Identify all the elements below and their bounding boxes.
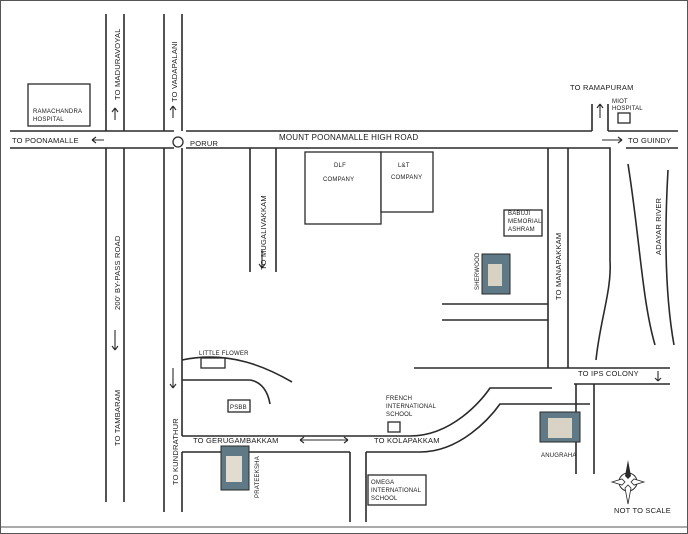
label-to-tambaram: TO TAMBARAM — [113, 390, 122, 446]
label-to-kundrathur: TO KUNDRATHUR — [171, 418, 180, 485]
lt-company-box — [380, 151, 434, 213]
label-lt-1: L&T — [398, 163, 410, 169]
label-to-mugalivakkam: TO MUGALIVAKKAM — [259, 195, 268, 270]
sherwood-road — [442, 303, 548, 321]
label-french-3: SCHOOL — [386, 412, 413, 418]
label-babuji-2: MEMORIAL — [508, 219, 542, 225]
french-school-box — [387, 421, 401, 433]
label-lt-2: COMPANY — [391, 175, 422, 181]
label-french-2: INTERNATIONAL — [386, 404, 437, 410]
label-to-gerugambakkam: TO GERUGAMBAKKAM — [193, 436, 279, 445]
label-adayar-river: ADAYAR RIVER — [654, 197, 663, 255]
label-babuji-1: BABUJI — [508, 211, 530, 217]
anugraha-photo — [539, 411, 581, 443]
arrow-to-mugalivakkam — [258, 250, 266, 269]
omega-road — [349, 452, 367, 522]
label-to-kolapakkam: TO KOLAPAKKAM — [374, 436, 440, 445]
manapakkam-curve — [595, 259, 612, 361]
psbb-box — [227, 399, 251, 413]
arrow-to-vadapalani — [169, 105, 177, 118]
label-to-vadapalani: TO VADAPALANI — [170, 41, 179, 102]
label-to-poonamalle: TO POONAMALLE — [12, 136, 79, 145]
arrow-to-kundrathur — [169, 368, 177, 389]
manapakkam-road — [547, 148, 569, 368]
omega-school-box — [367, 474, 427, 506]
label-ramachandra-2: HOSPITAL — [33, 117, 64, 123]
dlf-company-box — [304, 151, 382, 225]
road-label-poonamalle-high-road: MOUNT POONAMALLE HIGH ROAD — [279, 133, 418, 142]
label-omega-3: SCHOOL — [371, 496, 398, 502]
ramapuram-road — [591, 104, 609, 131]
mugalivakkam-road — [249, 148, 277, 272]
road-network — [10, 14, 678, 522]
label-miot-2: HOSPITAL — [612, 106, 643, 112]
label-to-maduravoyal: TO MADURAVOYAL — [113, 28, 122, 100]
porur-roundabout — [172, 136, 184, 148]
arrow-to-ips-colony — [654, 371, 662, 382]
label-to-guindy: TO GUINDY — [628, 136, 671, 145]
label-little-flower: LITTLE FLOWER — [199, 351, 249, 357]
arrow-to-maduravoyal — [111, 107, 119, 120]
compass-rose-icon — [610, 460, 646, 505]
arrow-gerugambakkam-kolapakkam — [299, 436, 349, 444]
label-to-ips-colony: TO IPS COLONY — [578, 369, 639, 378]
label-miot-1: MIOT — [612, 99, 628, 105]
arrow-to-poonamalle — [91, 136, 104, 144]
ips-colony-road — [414, 367, 670, 385]
label-omega-1: OMEGA — [371, 480, 394, 486]
direction-arrows — [91, 103, 662, 444]
babuji-ashram-area — [503, 209, 543, 237]
prateeksha-photo — [220, 445, 250, 491]
ramachandra-hospital-box — [27, 83, 91, 127]
label-to-manapakkam: TO MANAPAKKAM — [554, 233, 563, 300]
guindy-branch-edge — [600, 147, 611, 260]
kolapakkam-road-south-edge — [182, 403, 590, 453]
label-ramachandra-1: RAMACHANDRA — [33, 109, 82, 115]
little-flower-road-north — [181, 356, 293, 383]
arrow-to-tambaram — [111, 330, 119, 351]
label-french-1: FRENCH — [386, 396, 412, 402]
label-psbb: PSBB — [230, 405, 247, 411]
label-not-to-scale: NOT TO SCALE — [614, 506, 671, 515]
label-bypass-road: 200' BY-PASS ROAD — [113, 235, 122, 310]
label-sherwood: SHERWOOD — [475, 252, 481, 290]
label-omega-2: INTERNATIONAL — [371, 488, 422, 494]
label-to-ramapuram: TO RAMAPURAM — [570, 83, 634, 92]
label-prateeksha: PRATEEKSHA — [255, 456, 261, 498]
label-anugraha: ANUGRAHA — [541, 453, 577, 459]
sherwood-photo — [481, 253, 511, 295]
label-dlf-1: DLF — [334, 163, 346, 169]
kolapakkam-road-north-edge — [182, 387, 552, 437]
label-babuji-3: ASHRAM — [508, 227, 535, 233]
label-dlf-2: COMPANY — [323, 177, 354, 183]
label-porur: PORUR — [190, 139, 218, 148]
miot-hospital-box — [617, 112, 631, 124]
arrow-to-guindy — [602, 136, 623, 144]
little-flower-road-south — [182, 379, 271, 405]
little-flower-box — [200, 357, 226, 369]
adayar-river-west-bank — [627, 163, 656, 346]
arrow-to-ramapuram — [596, 103, 604, 118]
adayar-river-east-bank — [665, 169, 675, 346]
